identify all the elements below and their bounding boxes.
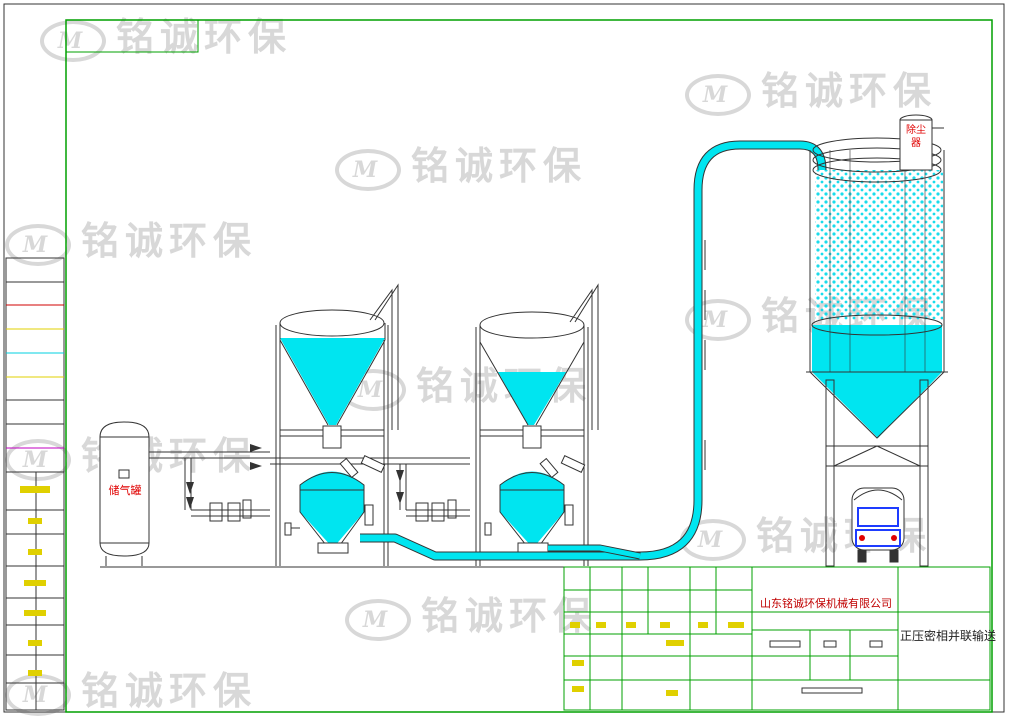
storage-silo [806,137,948,567]
conveying-pipeline [360,140,827,561]
drawing-frame [65,19,993,713]
tanker-truck [851,487,905,563]
title-block [563,566,991,711]
company-name: 山东铭诚环保机械有限公司 [760,597,892,610]
feed-hopper-1 [275,283,399,566]
watermark-logo-icon: M [40,19,106,62]
air-tank [99,421,150,566]
flow-arrows [186,444,404,509]
watermark-logo-icon: M [5,438,71,481]
drawing-title: 正压密相并联输送 [900,629,997,643]
pump-vessel-1 [284,455,386,554]
dust-collector [899,114,944,171]
dust-collector-label: 除尘器 [906,125,926,149]
watermark-logo-icon: M [5,223,71,266]
watermark-logo-icon: M [335,148,401,191]
feed-hopper-2 [475,283,599,566]
air-tank-label: 储气罐 [108,484,142,497]
corner-box [65,19,199,53]
watermark-logo-icon: M [685,73,751,116]
left-revision-strip [5,257,65,711]
watermark-logo-icon: M [345,598,411,641]
pump-vessel-2 [484,455,586,554]
watermark-logo-icon: M [685,298,751,341]
